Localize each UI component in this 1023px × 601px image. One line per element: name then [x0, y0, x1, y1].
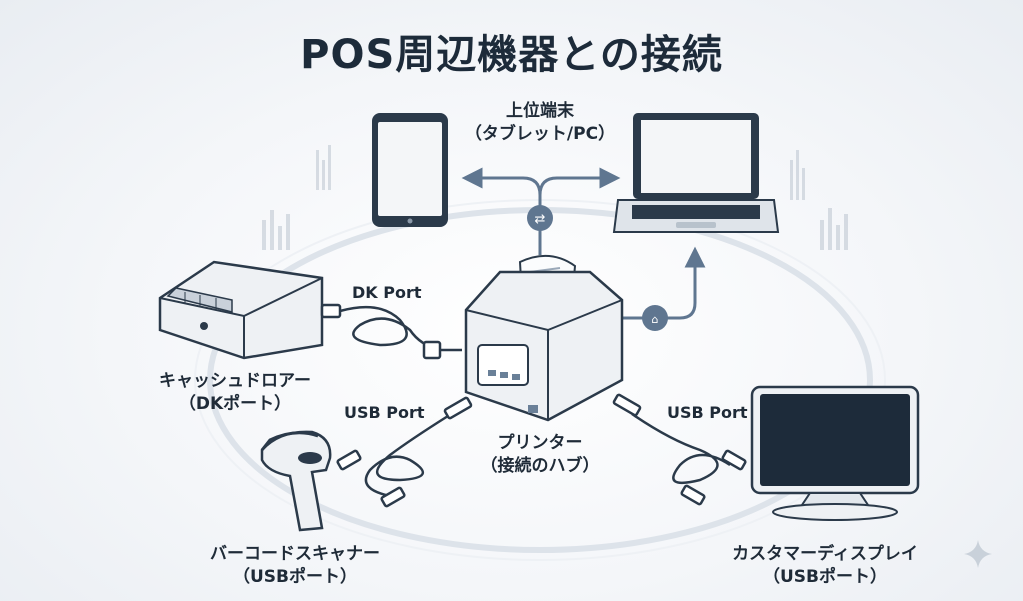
sparkle-icon — [964, 540, 992, 568]
usb-cable-left — [336, 396, 473, 508]
laptop-device — [612, 113, 780, 233]
cash-drawer-device — [158, 260, 324, 360]
dk-port-label: DK Port — [352, 283, 422, 302]
barcode-scanner-label-line2: （USBポート） — [232, 567, 357, 587]
dk-cable — [320, 303, 462, 360]
network-icon — [642, 305, 668, 331]
barcode-scanner-label: バーコードスキャナー （USBポート） — [180, 543, 410, 589]
printer-label: プリンター （接続のハブ） — [450, 432, 630, 478]
customer-display-device — [750, 385, 920, 521]
printer-label-line2: （接続のハブ） — [480, 456, 600, 476]
usb-cable-right — [612, 393, 747, 506]
host-connection-lines — [461, 167, 706, 320]
printer-label-line1: プリンター — [497, 433, 583, 453]
cash-drawer-label-line1: キャッシュドロアー — [159, 371, 311, 391]
svg-text:⇄: ⇄ — [535, 212, 546, 227]
customer-display-label: カスタマーディスプレイ （USBポート） — [700, 543, 950, 589]
barcode-scanner-label-line1: バーコードスキャナー — [210, 544, 380, 564]
svg-text:⌂: ⌂ — [652, 313, 659, 326]
cash-drawer-label-line2: （DKポート） — [178, 394, 292, 414]
customer-display-label-line1: カスタマーディスプレイ — [732, 544, 918, 564]
usb-port-label-left: USB Port — [344, 403, 425, 422]
decorative-charts-right — [790, 150, 848, 250]
printer-device — [464, 255, 624, 422]
tablet-device — [372, 113, 448, 227]
usb-port-label-right: USB Port — [667, 403, 748, 422]
barcode-scanner-device — [260, 430, 332, 532]
host-label: 上位端末 （タブレット/PC） — [450, 100, 630, 146]
host-label-line1: 上位端末 — [506, 101, 574, 121]
page-title: POS周辺機器との接続 — [300, 32, 723, 78]
customer-display-label-line2: （USBポート） — [762, 567, 887, 587]
decorative-charts-left — [262, 145, 331, 250]
sync-icon — [527, 205, 553, 231]
host-label-line2: （タブレット/PC） — [464, 124, 616, 144]
cash-drawer-label: キャッシュドロアー （DKポート） — [130, 370, 340, 416]
